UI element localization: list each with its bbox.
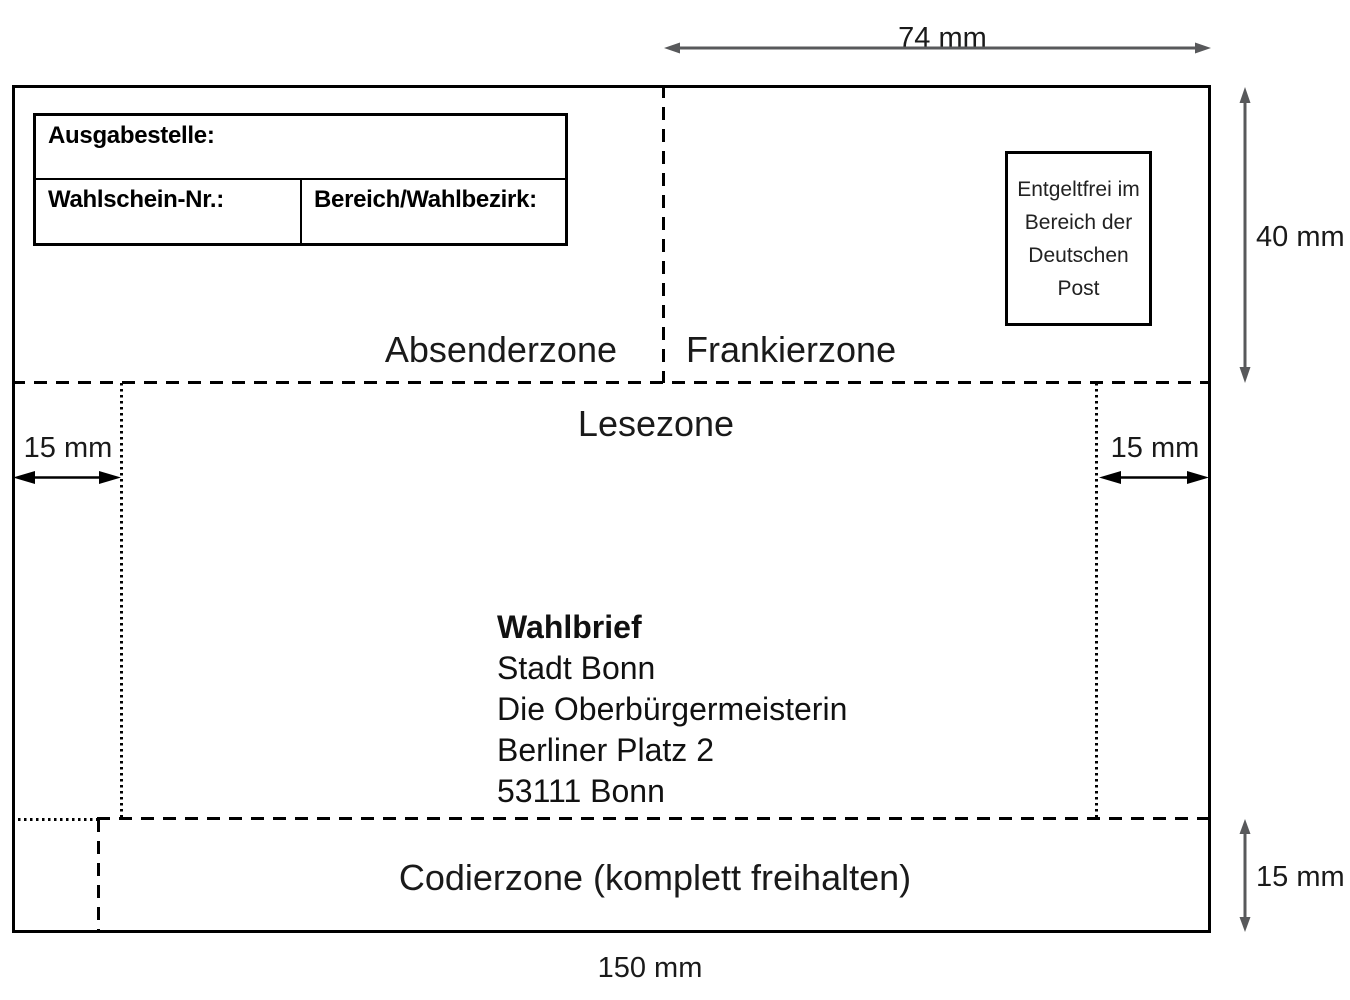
address-line: Berliner Platz 2 bbox=[497, 732, 714, 768]
dim-label-150mm: 150 mm bbox=[597, 952, 703, 984]
ausgabestelle-cell: Ausgabestelle: bbox=[36, 116, 565, 180]
measure-arrow-40mm bbox=[1239, 87, 1251, 383]
envelope-outline bbox=[12, 85, 1211, 933]
postage-free-notice-box: Entgeltfrei im Bereich der Deutschen Pos… bbox=[1005, 151, 1152, 326]
sender-form-box: Ausgabestelle: Wahlschein-Nr.: Bereich/W… bbox=[33, 113, 568, 246]
lesezone-left-margin-line bbox=[120, 383, 123, 819]
dim-label-codier-15mm: 15 mm bbox=[1256, 861, 1345, 893]
postage-free-line: Bereich der bbox=[1024, 210, 1133, 234]
measure-arrow-left-15mm bbox=[13, 471, 121, 484]
codierzone-top-boundary-line bbox=[97, 817, 1211, 820]
postage-free-line: Post bbox=[1057, 276, 1100, 300]
dim-label-left-15mm: 15 mm bbox=[23, 432, 113, 464]
bereich-wahlbezirk-label: Bereich/Wahlbezirk: bbox=[314, 186, 537, 213]
address-block: Wahlbrief Stadt Bonn Die Oberbürgermeist… bbox=[497, 607, 847, 812]
dim-label-right-15mm: 15 mm bbox=[1110, 432, 1200, 464]
bereich-wahlbezirk-cell: Bereich/Wahlbezirk: bbox=[302, 180, 565, 243]
dim-label-40mm: 40 mm bbox=[1256, 221, 1345, 253]
codierzone-label: Codierzone (komplett freihalten) bbox=[398, 857, 912, 898]
address-line-wahlbrief: Wahlbrief bbox=[497, 609, 642, 645]
ausgabestelle-label: Ausgabestelle: bbox=[48, 122, 215, 149]
codierzone-left-boundary-line bbox=[97, 819, 100, 933]
postage-free-line: Entgeltfrei im bbox=[1017, 177, 1140, 201]
lesezone-label: Lesezone bbox=[577, 403, 735, 444]
frankierzone-label: Frankierzone bbox=[686, 329, 897, 370]
measure-arrow-codier-15mm bbox=[1239, 819, 1251, 932]
postage-free-line: Deutschen bbox=[1028, 243, 1129, 267]
wahlschein-nr-cell: Wahlschein-Nr.: bbox=[36, 180, 302, 243]
lesezone-right-margin-line bbox=[1095, 383, 1098, 819]
codierzone-corner-dotted-line bbox=[12, 818, 99, 821]
address-line: 53111 Bonn bbox=[497, 773, 665, 809]
measure-arrow-right-15mm bbox=[1099, 471, 1209, 484]
measure-arrow-74mm bbox=[664, 42, 1211, 54]
wahlschein-nr-label: Wahlschein-Nr.: bbox=[48, 186, 224, 213]
address-line: Die Oberbürgermeisterin bbox=[497, 691, 848, 727]
address-line: Stadt Bonn bbox=[497, 650, 656, 686]
lesezone-top-boundary-line bbox=[12, 381, 1211, 384]
absenderzone-label: Absenderzone bbox=[384, 329, 617, 370]
absender-frankier-separator-line bbox=[662, 85, 665, 383]
